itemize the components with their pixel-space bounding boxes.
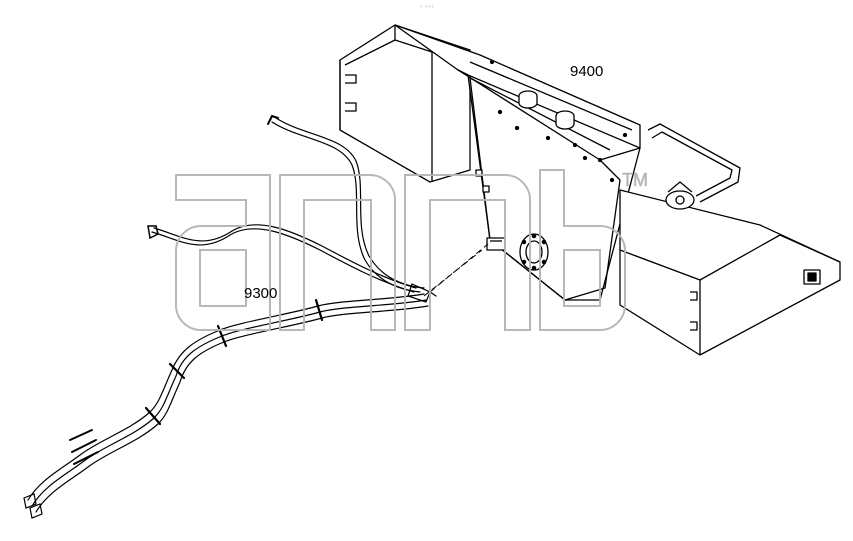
- watermark: [174, 169, 626, 331]
- hose-assembly: [23, 114, 437, 519]
- callout-tank: 9400: [570, 63, 604, 80]
- watermark-trademark: TM: [622, 170, 648, 190]
- assembly-leader-line: [429, 243, 489, 293]
- callout-hoses: 9300: [244, 285, 278, 302]
- tank-assembly: [339, 24, 841, 356]
- reference-mark: ⁘ ⁘⁘⁘: [420, 4, 435, 9]
